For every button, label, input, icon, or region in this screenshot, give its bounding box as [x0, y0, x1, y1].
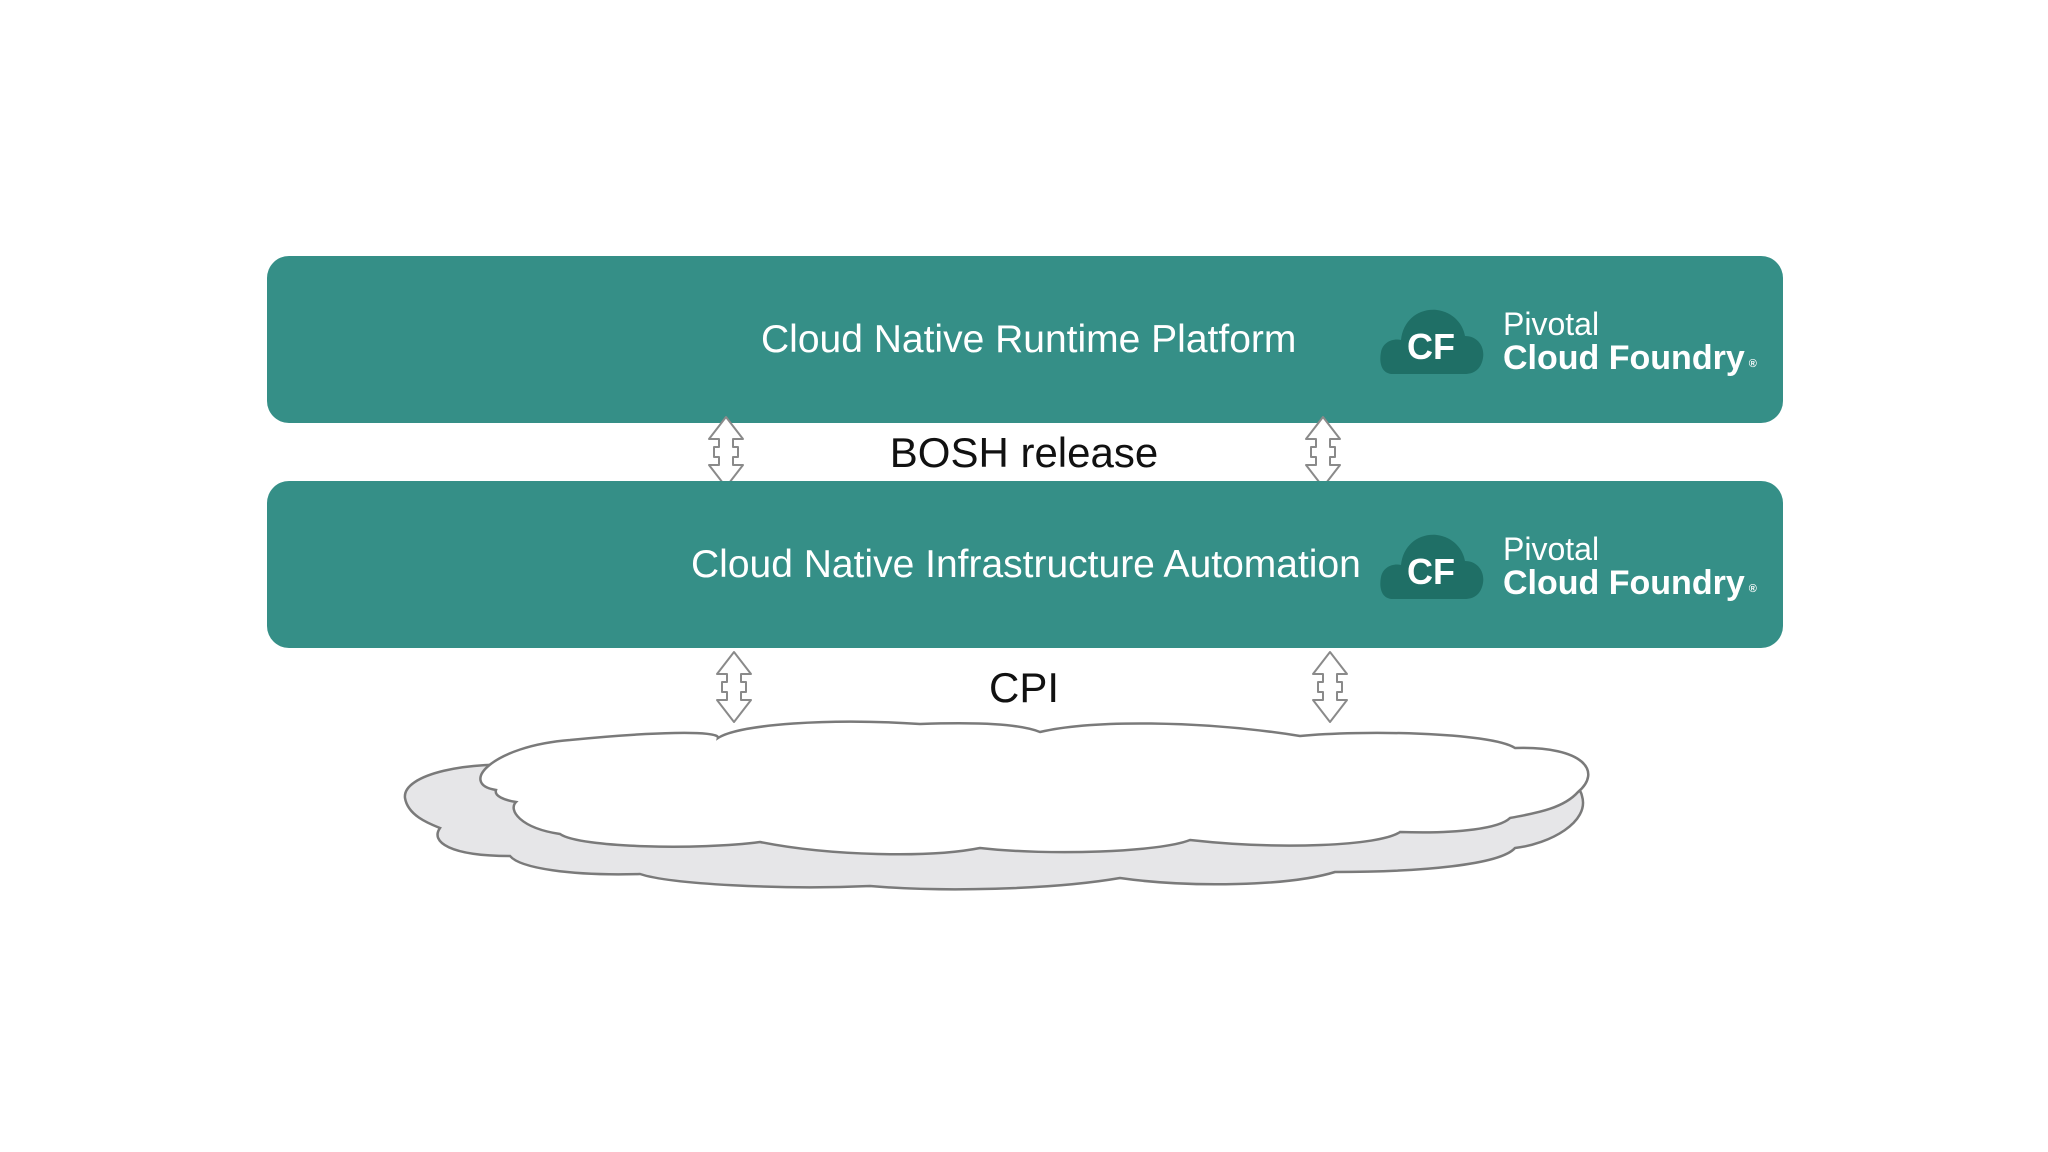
cpi-left-double-arrow-icon: [716, 651, 752, 723]
infrastructure-cloud-icon: [403, 720, 1590, 891]
bosh-left-double-arrow-icon: [708, 416, 744, 488]
brand-cloud-foundry-line: Cloud Foundry®: [1503, 338, 1757, 378]
brand-pivotal-text: Pivotal: [1503, 531, 1600, 567]
infrastructure-automation-title: Cloud Native Infrastructure Automation: [691, 543, 1361, 586]
runtime-platform-layer: Cloud Native Runtime Platform CF Pivotal…: [267, 256, 1783, 423]
runtime-platform-title: Cloud Native Runtime Platform: [761, 318, 1297, 361]
registered-mark: ®: [1748, 583, 1757, 595]
brand-cloud-foundry-text: Cloud Foundry: [1503, 564, 1745, 602]
bosh-release-label: BOSH release: [889, 429, 1159, 476]
cf-cloud-logo-icon: CF: [1380, 309, 1484, 374]
pivotal-cloud-foundry-brand: CF Pivotal Cloud Foundry®: [1379, 304, 1779, 384]
cpi-right-double-arrow-icon: [1312, 651, 1348, 723]
pivotal-cloud-foundry-brand: CF Pivotal Cloud Foundry®: [1379, 529, 1779, 609]
brand-cloud-foundry-line: Cloud Foundry®: [1503, 563, 1757, 603]
brand-cloud-foundry-text: Cloud Foundry: [1503, 339, 1745, 377]
cf-logo-text: CF: [1407, 326, 1455, 367]
brand-pivotal-text: Pivotal: [1503, 306, 1600, 342]
cf-logo-text: CF: [1407, 551, 1455, 592]
cf-cloud-logo-icon: CF: [1380, 534, 1484, 599]
registered-mark: ®: [1748, 358, 1757, 370]
cpi-label: CPI: [988, 664, 1059, 711]
infrastructure-automation-layer: Cloud Native Infrastructure Automation C…: [267, 481, 1783, 648]
bosh-right-double-arrow-icon: [1305, 416, 1341, 488]
